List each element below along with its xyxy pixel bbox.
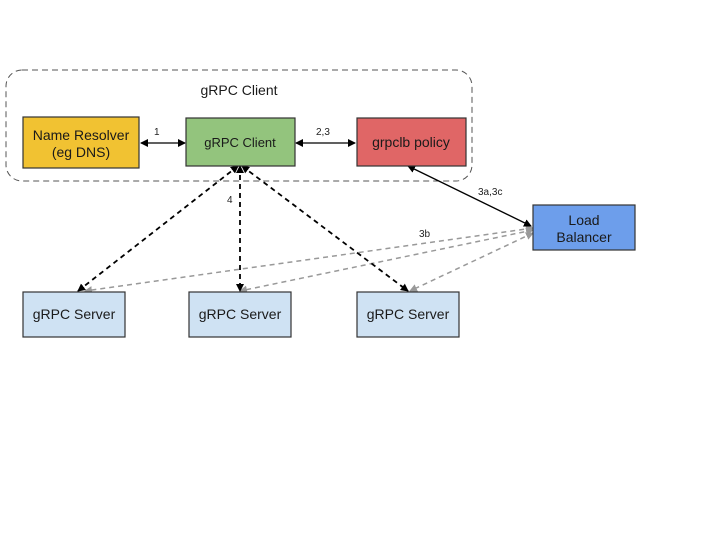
grpclb-policy-label: grpclb policy: [372, 134, 450, 150]
load-balancer-label: Load: [568, 212, 599, 228]
edge-label-3b: 3b: [419, 229, 431, 240]
grpc-client-label: gRPC Client: [204, 135, 276, 150]
grpc-server-box-1: [22, 291, 126, 338]
grpc-client-node: gRPC Client: [185, 117, 296, 167]
load-balancer-sublabel: Balancer: [556, 229, 612, 245]
edge-lb-server-1: [84, 225, 534, 294]
edge-client-server-3: [241, 165, 409, 292]
name-resolver-box: [22, 116, 140, 169]
edge-policy-lb: [407, 165, 532, 227]
load-balancer-box: [532, 204, 636, 251]
edge-label-3a-3c: 3a,3c: [478, 187, 502, 198]
grpc-client-group: [5, 69, 473, 182]
load-balancer-node: Load Balancer: [532, 204, 636, 251]
edge-lb-server-2: [239, 227, 534, 294]
grpc-client-group-label: gRPC Client: [200, 82, 277, 98]
lb-to-servers-edges: [84, 225, 534, 294]
grpclb-policy-node: grpclb policy: [356, 117, 467, 167]
name-resolver-label: Name Resolver: [33, 127, 130, 143]
edge-label-2-3: 2,3: [316, 127, 330, 138]
edge-client-server-1: [77, 165, 239, 292]
edge-lb-server-3: [409, 232, 534, 292]
edge-label-1: 1: [154, 127, 160, 138]
grpc-server-box-2: [188, 291, 292, 338]
grpc-client-box: [185, 117, 296, 167]
edge-label-4: 4: [227, 195, 233, 206]
grpclb-policy-box: [356, 117, 467, 167]
grpc-server-node-2: gRPC Server: [188, 291, 292, 338]
grpc-server-label-3: gRPC Server: [367, 306, 450, 322]
grpc-server-node-1: gRPC Server: [22, 291, 126, 338]
client-to-servers-edges: [77, 165, 409, 292]
grpc-server-node-3: gRPC Server: [356, 291, 460, 338]
grpc-server-label-1: gRPC Server: [33, 306, 116, 322]
grpc-server-box-3: [356, 291, 460, 338]
name-resolver-node: Name Resolver (eg DNS): [22, 116, 140, 169]
grpc-server-label-2: gRPC Server: [199, 306, 282, 322]
name-resolver-sublabel: (eg DNS): [52, 144, 110, 160]
